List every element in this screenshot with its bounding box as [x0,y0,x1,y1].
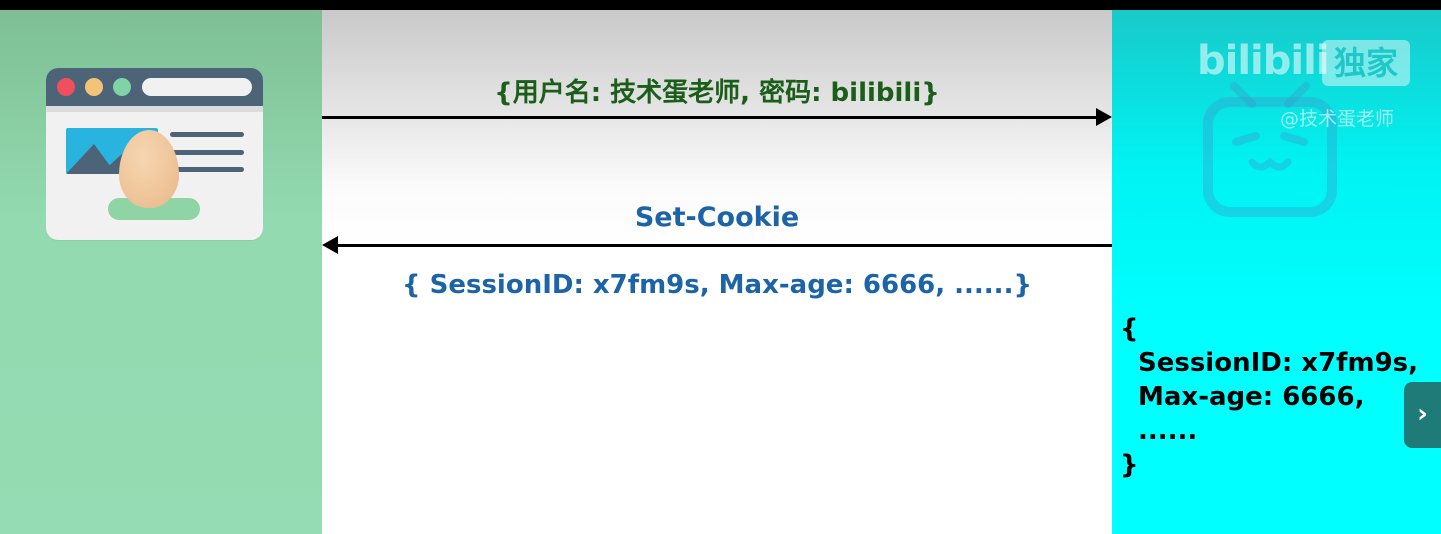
request-arrow-line [322,116,1098,119]
session-open-brace: { [1120,314,1139,344]
top-black-bar [0,0,1441,10]
session-line: Max-age: 6666, [1138,382,1365,412]
arrow-right-icon [1096,108,1112,126]
session-line: ...... [1138,416,1198,446]
exclusive-badge: 独家 [1322,40,1410,86]
request-credentials-label: {用户名: 技术蛋老师, 密码: bilibili} [494,78,940,108]
browser-window-illustration [46,68,263,240]
browser-title-bar [46,68,263,106]
egg-avatar-icon [119,130,179,208]
session-close-brace: } [1120,450,1139,480]
server-panel [1112,10,1441,534]
arrow-left-icon [322,236,338,254]
bilibili-logo: bilibili [1197,38,1330,84]
text-line [170,132,244,137]
cookie-payload-label: { SessionID: x7fm9s, Max-age: 6666, ....… [402,270,1032,300]
text-line [170,150,244,155]
set-cookie-header-label: Set-Cookie [634,202,800,233]
egg-base-shape [108,198,200,220]
window-close-dot-icon [57,78,75,96]
transfer-panel [322,10,1112,534]
session-line: SessionID: x7fm9s, [1138,348,1419,378]
bilibili-tv-icon [1203,82,1337,217]
window-minimize-dot-icon [85,78,103,96]
server-session-store: { SessionID: x7fm9s, Max-age: 6666, ....… [1120,312,1418,482]
window-maximize-dot-icon [113,78,131,96]
author-watermark: @技术蛋老师 [1280,108,1395,130]
chevron-right-icon[interactable]: › [1404,382,1441,448]
response-arrow-line [338,244,1112,247]
browser-bar-shadow [46,106,263,112]
text-line [170,167,244,172]
browser-address-bar [142,78,252,96]
